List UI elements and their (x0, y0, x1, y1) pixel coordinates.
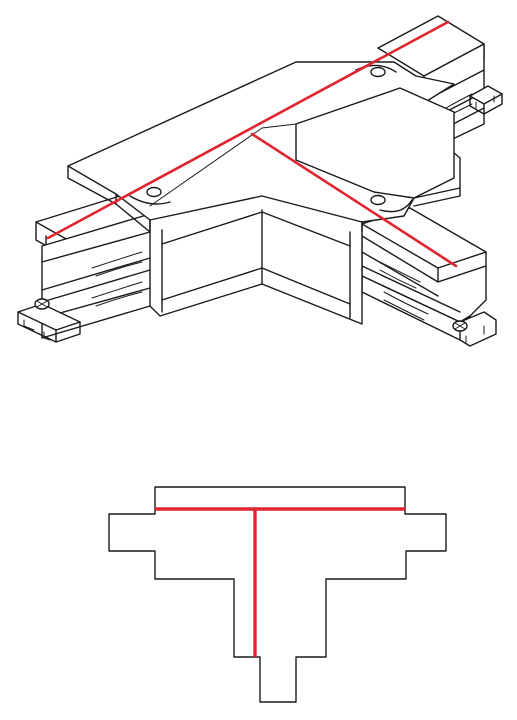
front-track-arm (361, 207, 497, 347)
conductor-lines (46, 20, 458, 268)
connector-body (149, 179, 363, 325)
screw-icon (452, 320, 468, 332)
screw-icon (34, 298, 50, 310)
isometric-view (17, 15, 503, 347)
left-track-arm (17, 195, 161, 343)
mounting-holes (146, 66, 386, 206)
top-view-outline (108, 486, 447, 703)
top-view-conductor-lines (155, 507, 405, 657)
